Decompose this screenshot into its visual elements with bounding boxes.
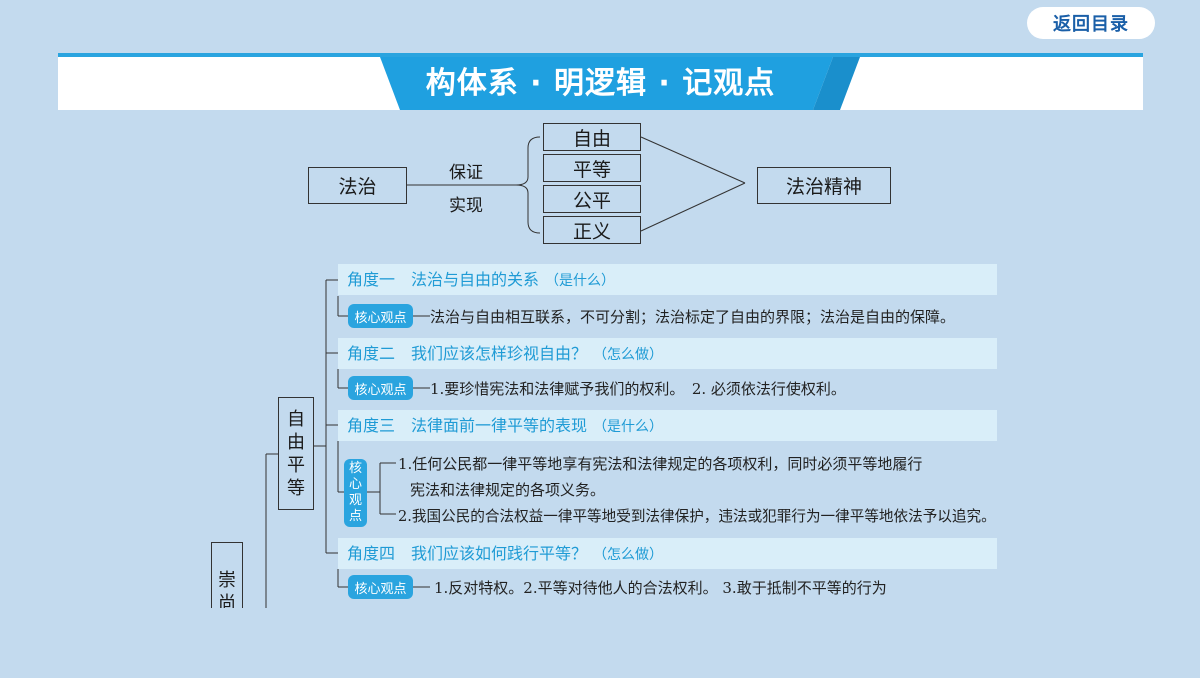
angle-four-title: 角度四 我们应该如何践行平等？ — [347, 544, 588, 563]
connector-guarantee-label: 保证 — [449, 163, 483, 183]
angle-two-title: 角度二 我们应该怎样珍视自由？ — [347, 344, 588, 363]
core-view-badge-3: 核心观点 — [344, 459, 367, 527]
rule-of-law-spirit-box: 法治精神 — [757, 167, 891, 204]
connector-realize-label: 实现 — [449, 196, 483, 216]
angle-four-header: 角度四 我们应该如何践行平等？ （怎么做） — [338, 538, 997, 569]
value-box-justice: 正义 — [543, 216, 641, 244]
back-to-contents-button[interactable]: 返回目录 — [1027, 7, 1155, 39]
angle-two-header: 角度二 我们应该怎样珍视自由？ （怎么做） — [338, 338, 997, 369]
banner-ribbon — [380, 57, 860, 110]
angle-three-tag: （是什么） — [593, 419, 664, 435]
rule-of-law-box: 法治 — [308, 167, 407, 204]
section-banner: 构体系 · 明逻辑 · 记观点 — [58, 53, 1143, 110]
angle-one-header: 角度一 法治与自由的关系 （是什么） — [338, 264, 997, 295]
page-bottom-mask — [0, 608, 1200, 678]
angle-one-title: 角度一 法治与自由的关系 — [347, 270, 540, 289]
angle-four-tag: （怎么做） — [593, 547, 664, 563]
angle-three-core-item-1-cont: 宪法和法律规定的各项义务。 — [410, 481, 606, 499]
angle-three-core-item-1: 1.任何公民都一律平等地享有宪法和法律规定的各项权利，同时必须平等地履行 — [398, 455, 923, 473]
angle-two-core-view: 1.要珍惜宪法和法律赋予我们的权利。 2. 必须依法行使权利。 — [430, 380, 846, 398]
angle-one-core-view: 法治与自由相互联系，不可分割；法治标定了自由的界限；法治是自由的保障。 — [430, 308, 956, 326]
angle-three-header: 角度三 法律面前一律平等的表现 （是什么） — [338, 410, 997, 441]
core-view-badge-4: 核心观点 — [348, 575, 413, 599]
angle-four-core-view: 1.反对特权。2.平等对待他人的合法权利。 3.敢于抵制不平等的行为 — [434, 579, 887, 597]
value-box-equality: 平等 — [543, 154, 641, 182]
angle-two-tag: （怎么做） — [593, 347, 664, 363]
angle-three-title: 角度三 法律面前一律平等的表现 — [347, 416, 588, 435]
angle-three-core-item-2: 2.我国公民的合法权益一律平等地受到法律保护，违法或犯罪行为一律平等地依法予以追… — [398, 508, 996, 525]
core-view-badge-1: 核心观点 — [348, 304, 413, 328]
angle-one-tag: （是什么） — [545, 273, 616, 289]
core-view-badge-2: 核心观点 — [348, 376, 413, 400]
value-box-freedom: 自由 — [543, 123, 641, 151]
banner-title: 构体系 · 明逻辑 · 记观点 — [425, 66, 776, 101]
branch-node-label: 自由平等 — [287, 409, 305, 499]
value-box-fairness: 公平 — [543, 185, 641, 213]
core-view-badge-3-label: 核心观点 — [348, 461, 362, 524]
branch-node-freedom-equality: 自由平等 — [278, 397, 314, 510]
